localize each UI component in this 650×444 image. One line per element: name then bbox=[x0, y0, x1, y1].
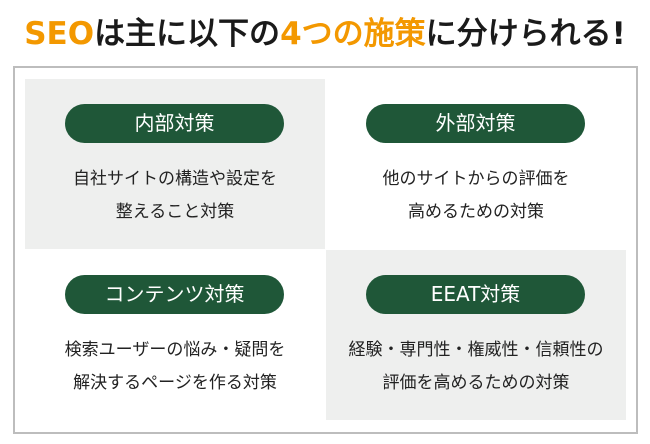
cell-content-seo: コンテンツ対策 検索ユーザーの悩み・疑問を 解決するページを作る対策 bbox=[25, 250, 325, 420]
cell-internal-seo: 内部対策 自社サイトの構造や設定を 整えること対策 bbox=[25, 79, 325, 249]
desc-line: 経験・専門性・権威性・信頼性の bbox=[348, 340, 604, 360]
measures-frame: 内部対策 自社サイトの構造や設定を 整えること対策 外部対策 他のサイトからの評… bbox=[13, 66, 638, 434]
label-internal-seo: 内部対策 bbox=[65, 104, 284, 143]
label-eeat-seo: EEAT対策 bbox=[366, 275, 585, 314]
page-title: SEOは主に以下の4つの施策に分けられる! bbox=[0, 12, 650, 56]
desc-line: 解決するページを作る対策 bbox=[73, 373, 277, 393]
desc-line: 整えること対策 bbox=[115, 202, 235, 222]
desc-internal-seo: 自社サイトの構造や設定を 整えること対策 bbox=[25, 163, 325, 229]
desc-line: 他のサイトからの評価を bbox=[382, 169, 570, 189]
desc-eeat-seo: 経験・専門性・権威性・信頼性の 評価を高めるための対策 bbox=[326, 334, 626, 400]
desc-content-seo: 検索ユーザーの悩み・疑問を 解決するページを作る対策 bbox=[25, 334, 325, 400]
desc-line: 自社サイトの構造や設定を bbox=[73, 169, 277, 189]
label-content-seo: コンテンツ対策 bbox=[65, 275, 284, 314]
title-text-1: は主に以下の bbox=[94, 16, 281, 52]
cell-eeat-seo: EEAT対策 経験・専門性・権威性・信頼性の 評価を高めるための対策 bbox=[326, 250, 626, 420]
desc-line: 評価を高めるための対策 bbox=[382, 373, 570, 393]
label-external-seo: 外部対策 bbox=[366, 104, 585, 143]
title-four-measures: 4つの施策 bbox=[280, 16, 426, 52]
cell-external-seo: 外部対策 他のサイトからの評価を 高めるための対策 bbox=[326, 79, 626, 249]
title-seo: SEO bbox=[24, 16, 95, 52]
title-text-2: に分けられる! bbox=[425, 16, 626, 52]
desc-line: 高めるための対策 bbox=[408, 202, 544, 222]
desc-external-seo: 他のサイトからの評価を 高めるための対策 bbox=[326, 163, 626, 229]
desc-line: 検索ユーザーの悩み・疑問を bbox=[64, 340, 286, 360]
